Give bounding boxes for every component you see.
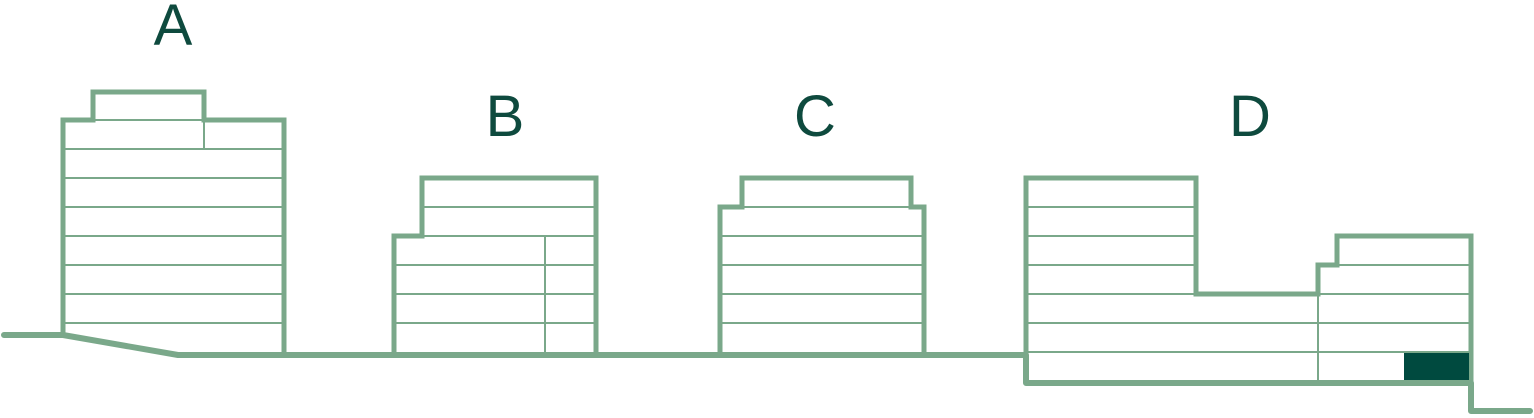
- building-d-outline: [1023, 175, 1474, 386]
- building-a-label: A: [154, 0, 193, 58]
- building-a: [60, 89, 287, 355]
- building-c-outline: [717, 175, 927, 355]
- building-c: [717, 175, 927, 355]
- building-b: [391, 175, 599, 355]
- building-d: [1023, 175, 1474, 386]
- building-d-highlighted-unit: [1404, 353, 1469, 380]
- building-b-label: B: [486, 84, 525, 149]
- ground-line: [1, 332, 1533, 414]
- building-d-label: D: [1229, 84, 1271, 149]
- building-a-outline: [60, 89, 287, 355]
- building-c-label: C: [794, 84, 836, 149]
